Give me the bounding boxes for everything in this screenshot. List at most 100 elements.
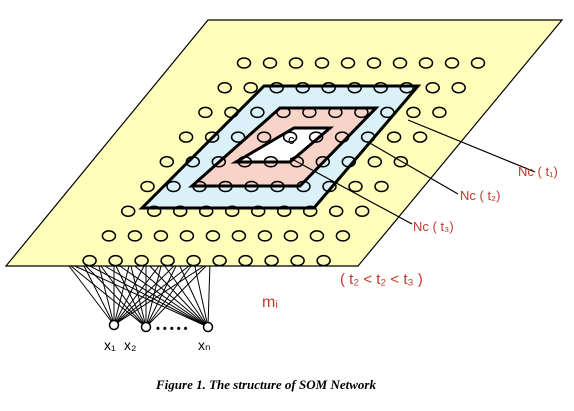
neuron-node: [406, 106, 421, 119]
neuron-node: [250, 106, 265, 119]
neuron-node: [334, 131, 350, 143]
connection-line: [81, 261, 209, 328]
neuron-node: [231, 230, 247, 242]
neuron-node: [244, 180, 259, 193]
neuron-node: [159, 156, 175, 168]
neuron-node: [432, 106, 447, 119]
connection-line: [81, 261, 147, 328]
neuron-node: [257, 230, 273, 242]
neuron-node: [101, 230, 117, 242]
input-connections: [65, 261, 211, 328]
neuron-node: [374, 180, 389, 193]
neuron-node: [217, 81, 232, 94]
neuron-node: [347, 81, 362, 94]
neuron-node: [276, 106, 291, 119]
neuron-node: [348, 180, 363, 193]
neuron-node: [198, 205, 214, 217]
connection-line: [97, 261, 209, 328]
neuron-node: [322, 180, 337, 193]
neuron-node: [238, 254, 253, 267]
connection-line: [161, 261, 209, 328]
neuron-node: [153, 230, 169, 242]
input-label-x1: x₁: [104, 337, 116, 353]
neuron-node: [393, 156, 409, 168]
neuron-node: [134, 254, 149, 267]
neuron-node: [204, 131, 220, 143]
neuron-node: [289, 156, 305, 168]
neuron-node: [82, 254, 97, 267]
neuron-node: [243, 81, 258, 94]
neighborhood-label-t3: Nc ( t₃): [413, 219, 454, 234]
connection-line: [193, 261, 209, 328]
neuron-node: [296, 180, 311, 193]
neuron-node: [282, 131, 298, 143]
neuron-node: [302, 205, 318, 217]
neuron-node: [290, 254, 305, 267]
leader-line-t2: [367, 141, 459, 195]
neuron-node: [218, 180, 233, 193]
neuron-node: [236, 57, 252, 69]
figure-caption: Figure 1. The structure of SOM Network: [155, 377, 376, 392]
neuron-node: [341, 156, 357, 168]
neuron-node: [302, 106, 317, 119]
neuron-node: [418, 57, 434, 69]
neuron-node: [264, 254, 279, 267]
input-node-xn: [202, 321, 214, 333]
neuron-node: [270, 180, 285, 193]
neuron-node: [425, 81, 440, 94]
neuron-node: [315, 156, 331, 168]
connection-line: [145, 261, 163, 328]
neuron-node: [185, 156, 201, 168]
input-node-x1: [108, 319, 120, 331]
connection-line: [65, 261, 147, 328]
neuron-node: [146, 205, 162, 217]
neuron-node: [140, 180, 155, 193]
neuron-node: [224, 106, 239, 119]
weight-label: mᵢ: [262, 294, 278, 311]
neuron-node: [166, 180, 181, 193]
connection-line: [207, 261, 211, 328]
leader-line-t1: [407, 119, 536, 173]
time-relation-label: ( t₂ < t₂ < t₃ ): [340, 271, 423, 288]
input-node-x2: [140, 321, 152, 333]
connection-line: [177, 261, 209, 328]
neuron-node: [186, 254, 201, 267]
neuron-node: [120, 205, 136, 217]
connection-line: [145, 261, 179, 328]
neuron-grid: [82, 57, 486, 267]
neuron-node: [276, 205, 292, 217]
input-ellipsis: • • • • •: [156, 323, 188, 335]
neuron-node: [444, 57, 460, 69]
connection-line: [81, 261, 115, 326]
neuron-node: [211, 156, 227, 168]
neuron-node: [340, 57, 356, 69]
neuron-node: [108, 254, 123, 267]
neuron-node: [178, 131, 194, 143]
neuron-node: [321, 81, 336, 94]
neuron-node: [250, 205, 266, 217]
neuron-node: [224, 205, 240, 217]
neuron-node: [198, 106, 213, 119]
neuron-node: [316, 254, 331, 267]
neuron-node: [399, 81, 414, 94]
neuron-node: [470, 57, 486, 69]
neuron-node: [309, 230, 325, 242]
neuron-node: [288, 57, 304, 69]
neuron-node: [283, 230, 299, 242]
neuron-node: [172, 205, 188, 217]
neuron-node: [160, 254, 175, 267]
connection-line: [145, 261, 211, 328]
neuron-node: [354, 106, 369, 119]
neuron-node: [127, 230, 143, 242]
neuron-node: [262, 57, 278, 69]
neuron-node: [205, 230, 221, 242]
neuron-node: [269, 81, 284, 94]
input-label-xn: xₙ: [198, 337, 211, 353]
neuron-node: [237, 156, 253, 168]
connection-line: [97, 261, 147, 328]
neuron-node: [295, 81, 310, 94]
neuron-node: [373, 81, 388, 94]
connection-line: [65, 261, 115, 326]
connection-line: [97, 261, 115, 326]
